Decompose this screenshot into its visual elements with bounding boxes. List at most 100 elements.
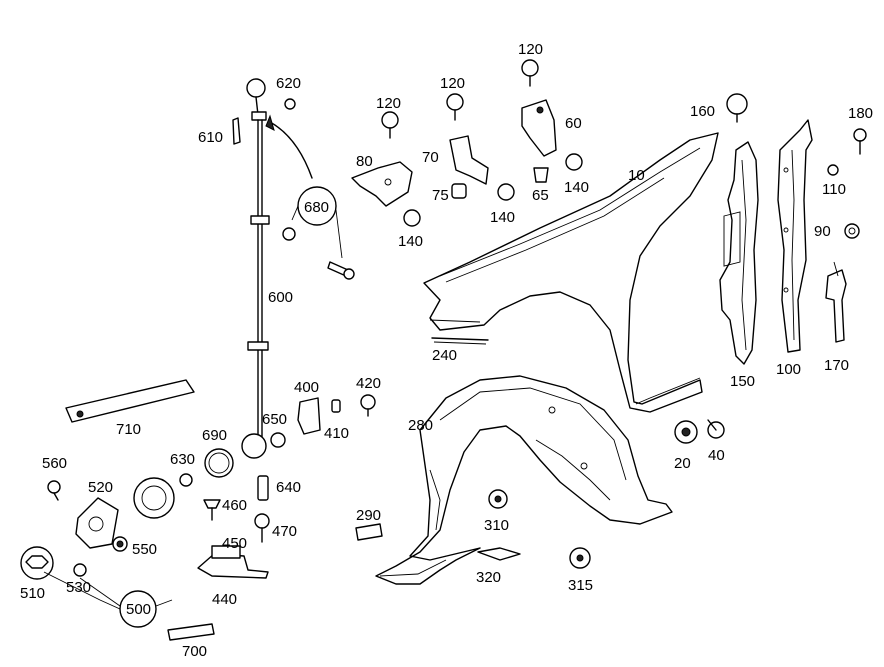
label-120a: 120 [376,95,401,112]
label-290: 290 [356,507,381,524]
label-140b: 140 [490,209,515,226]
label-80: 80 [356,153,373,170]
bracket-60 [521,99,557,157]
fender-panel [423,132,719,413]
label-440: 440 [212,591,237,608]
bracket-520 [75,497,119,549]
label-315: 315 [568,577,593,594]
label-280: 280 [408,417,433,434]
label-500: 500 [126,601,151,618]
label-240: 240 [432,347,457,364]
washer-530 [73,563,87,577]
label-650: 650 [262,411,287,428]
label-140a: 140 [398,233,423,250]
nut-140-b [497,183,515,201]
label-620: 620 [276,75,301,92]
clip-620 [284,98,296,110]
label-470: 470 [272,523,297,540]
label-560: 560 [42,455,67,472]
bracket-70 [449,135,489,185]
bracket-80 [351,161,413,207]
clip-65 [533,167,549,183]
screw-420 [360,394,376,417]
label-10: 10 [628,167,645,184]
nut-140-c [565,153,583,171]
grommet-550 [112,536,128,552]
gasket-510 [20,546,54,580]
label-75: 75 [432,187,449,204]
nut-90 [844,223,860,239]
arrow-680 [265,114,313,179]
bracket-400 [297,397,321,435]
clip-120-a [381,111,399,139]
clip-410 [331,399,341,413]
clip-650 [270,432,286,448]
ring-690 [204,448,234,478]
nut-75 [451,183,467,199]
callout-500 [43,571,173,628]
label-310: 310 [484,517,509,534]
trim-strip-240 [431,337,489,345]
label-610: 610 [198,129,223,146]
label-700: 700 [182,643,207,660]
label-70: 70 [422,149,439,166]
seal-strip-150 [719,141,759,365]
nut-315 [569,547,591,569]
clip-320 [477,547,521,561]
label-600: 600 [268,289,293,306]
label-550: 550 [132,541,157,558]
label-160: 160 [690,103,715,120]
washer-680 [282,227,296,241]
strip-710 [65,379,195,423]
label-plate-700 [167,623,215,641]
spacer-640 [257,475,269,501]
label-710: 710 [116,421,141,438]
label-520: 520 [88,479,113,496]
label-460: 460 [222,497,247,514]
label-90: 90 [814,223,831,240]
nut-310 [488,489,508,509]
screw-180 [853,128,867,155]
clip-120-c [521,59,539,87]
label-630: 630 [170,451,195,468]
label-320: 320 [476,569,501,586]
hood-prop-rod [241,78,270,459]
label-100: 100 [776,361,801,378]
clip-610 [232,117,241,145]
nut-110 [827,164,839,176]
label-420: 420 [356,375,381,392]
bolt-560 [47,480,61,501]
label-110: 110 [822,181,846,198]
label-40: 40 [708,447,725,464]
bracket-440 [197,545,269,579]
label-120c: 120 [518,41,543,58]
label-140c: 140 [564,179,589,196]
reinforcement-100 [777,119,813,353]
label-170: 170 [824,357,849,374]
label-680: 680 [304,199,329,216]
callout-680 [291,186,343,259]
label-510: 510 [20,585,45,602]
bolt-470 [254,513,270,543]
label-65: 65 [532,187,549,204]
bolt-680 [327,261,355,280]
label-640: 640 [276,479,301,496]
label-400: 400 [294,379,319,396]
label-20: 20 [674,455,691,472]
label-120b: 120 [440,75,465,92]
bracket-170 [825,261,847,343]
label-410: 410 [324,425,349,442]
clip-120-b [446,93,464,121]
label-150: 150 [730,373,755,390]
clip-290 [355,523,383,541]
washer-630 [179,473,193,487]
label-60: 60 [565,115,582,132]
pump-540 [133,477,175,519]
wheel-arch-liner [375,375,673,585]
clip-460 [203,499,221,521]
label-180: 180 [848,105,873,122]
label-690: 690 [202,427,227,444]
screw-40 [707,419,725,439]
nut-140-a [403,209,421,227]
label-530: 530 [66,579,91,596]
